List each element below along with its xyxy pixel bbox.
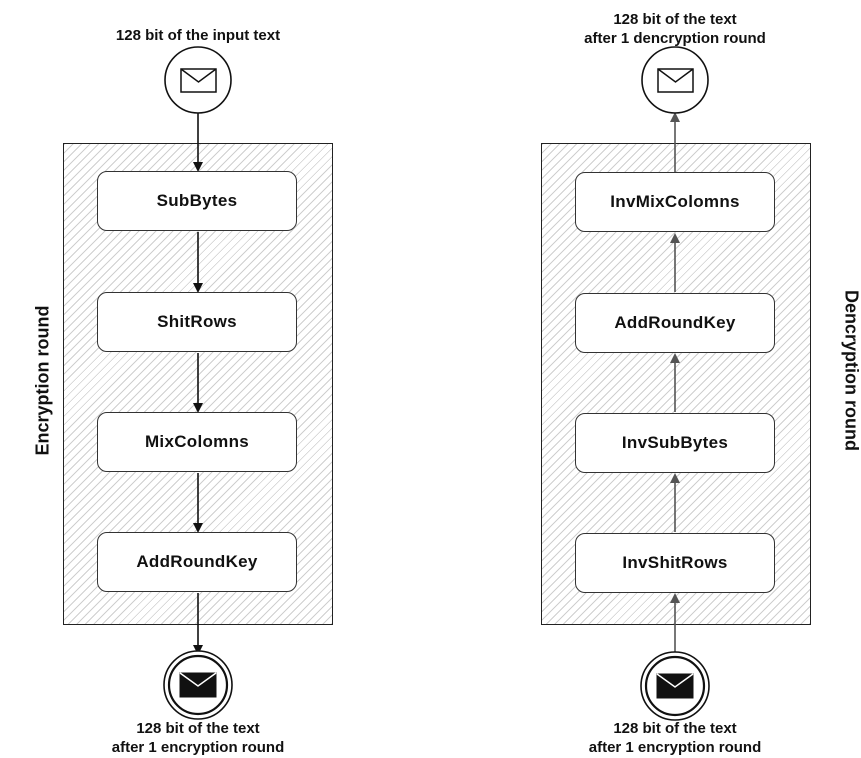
step-addroundkey-dec: AddRoundKey xyxy=(575,293,775,353)
decryption-round-label: Dencryption round xyxy=(841,290,861,451)
decryption-input-caption-line1: 128 bit of the text xyxy=(613,720,737,737)
step-shitrows: ShitRows xyxy=(97,292,297,352)
decryption-output-caption-line2: after 1 dencryption round xyxy=(584,30,766,47)
decryption-input-envelope-icon xyxy=(640,651,710,721)
encryption-input-caption: 128 bit of the input text xyxy=(115,27,281,44)
decryption-output-envelope-icon xyxy=(641,46,709,114)
step-invmixcolomns: InvMixColomns xyxy=(575,172,775,232)
encryption-round-label: Encryption round xyxy=(32,305,53,456)
decryption-input-caption: 128 bit of the text after 1 encryption r… xyxy=(589,719,762,757)
step-invshitrows: InvShitRows xyxy=(575,533,775,593)
decryption-output-caption-line1: 128 bit of the text xyxy=(613,11,737,28)
encryption-output-caption-line2: after 1 encryption round xyxy=(111,739,285,756)
step-addroundkey-enc: AddRoundKey xyxy=(97,532,297,592)
decryption-output-caption: 128 bit of the text after 1 dencryption … xyxy=(584,10,766,48)
encryption-input-envelope-icon xyxy=(164,46,232,114)
encryption-output-caption: 128 bit of the text after 1 encryption r… xyxy=(112,719,285,757)
encryption-output-envelope-icon xyxy=(163,650,233,720)
step-subbytes: SubBytes xyxy=(97,171,297,231)
step-mixcolomns: MixColomns xyxy=(97,412,297,472)
decryption-input-caption-line2: after 1 encryption round xyxy=(588,739,762,756)
encryption-output-caption-line1: 128 bit of the text xyxy=(136,720,260,737)
step-invsubbytes: InvSubBytes xyxy=(575,413,775,473)
